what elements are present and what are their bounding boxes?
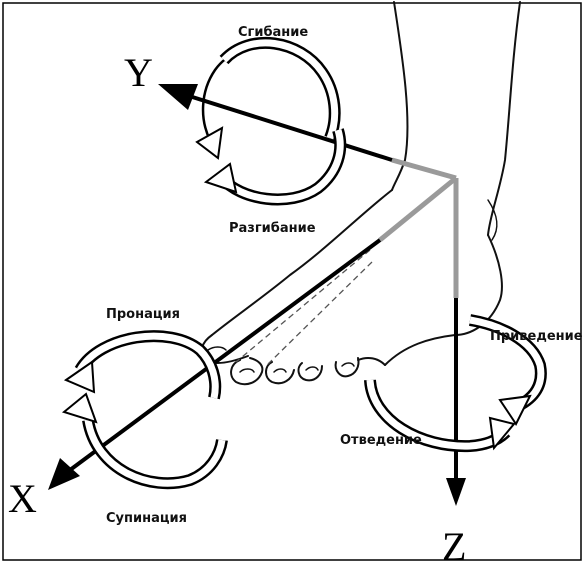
frame-border [3,3,581,560]
toe-4-contour [299,363,322,380]
sole-contour [358,358,385,365]
extension-label: Разгибание [229,221,316,236]
supination-label: Супинация [106,511,187,526]
dorsum-contour [212,190,392,335]
y-axis-arrowhead [158,84,198,110]
leg-front-contour [488,2,520,235]
toe-5-contour [336,358,359,376]
toenail-3 [274,369,286,372]
toenail-5 [342,363,354,366]
pronation-supination-circle [64,336,222,483]
gray-axis-frame [380,160,456,298]
heel-contour [385,235,502,365]
z-axis [446,298,466,506]
toe-3-contour [266,362,294,383]
toenail-2 [240,369,254,372]
adduction-label: Приведение [490,329,583,344]
x-axis-label: X [8,476,37,521]
z-axis-label: Z [442,524,466,563]
y-axis [158,84,392,160]
z-axis-arrowhead [446,478,466,506]
flexion-label: Сгибание [238,25,308,40]
ankle-contour [488,200,497,240]
y-axis-label: Y [124,50,153,95]
toe-2-contour [231,358,262,384]
toenail-1 [208,347,226,350]
abduction-label: Отведение [340,433,422,448]
toenail-4 [306,367,318,370]
pronation-label: Пронация [106,307,180,322]
x-axis-arrowhead [48,458,80,490]
metatarsal-dashes [236,250,372,364]
